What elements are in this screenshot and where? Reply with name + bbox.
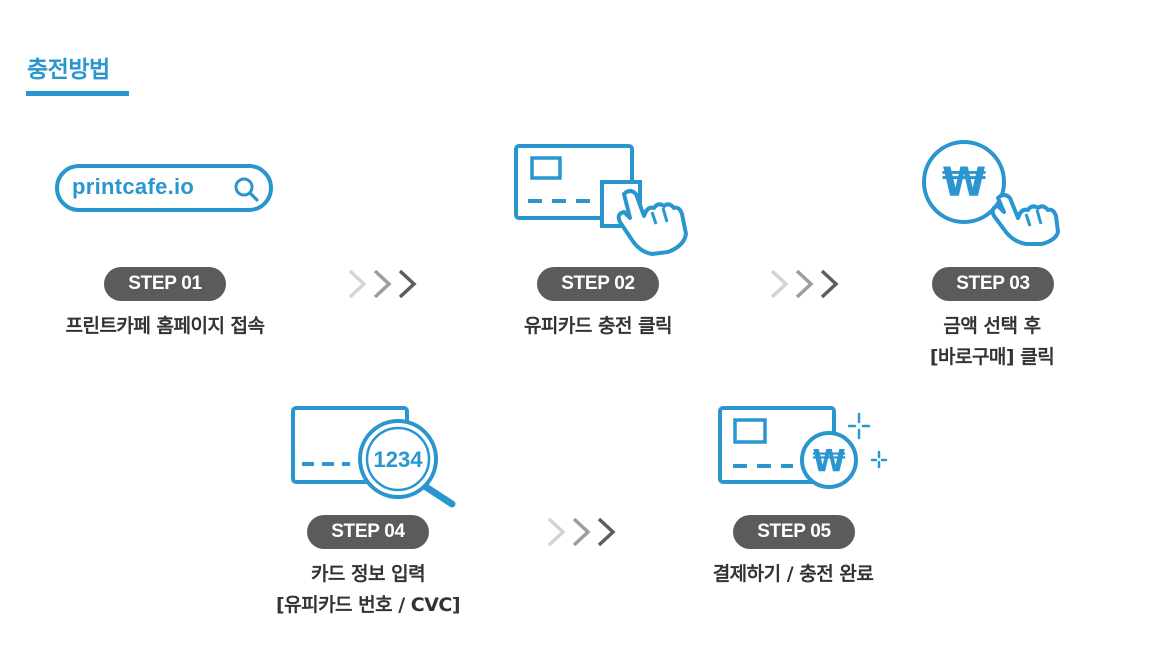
chevron-right-icon — [545, 516, 623, 548]
page-title: 충전방법 — [27, 57, 110, 83]
card-won-complete-icon: ₩ — [717, 404, 892, 494]
step-description: 결제하기 / 충전 완료 — [633, 559, 953, 590]
step-badge: STEP 01 — [104, 267, 226, 301]
sparkle-icon — [847, 412, 888, 469]
card-tap-icon — [512, 142, 692, 257]
step-description-line: 카드 정보 입력 — [310, 563, 426, 585]
card-magnify-icon: 1234 — [290, 404, 460, 509]
step-badge: STEP 05 — [733, 515, 855, 549]
step-description-line: 유피카드 충전 클릭 — [523, 315, 673, 337]
step-badge: STEP 02 — [537, 267, 659, 301]
title-underline — [26, 91, 129, 96]
step-description-line: [바로구매] 클릭 — [929, 346, 1055, 368]
step-badge: STEP 04 — [307, 515, 429, 549]
step-description-line: 금액 선택 후 — [943, 315, 1041, 337]
search-bar-text: printcafe.io — [72, 174, 195, 199]
won-symbol: ₩ — [942, 160, 986, 206]
step-description: 유피카드 충전 클릭 — [438, 311, 758, 342]
won-symbol-small: ₩ — [812, 444, 845, 479]
won-coin-tap-icon: ₩ — [920, 136, 1060, 246]
step-description-line: 프린트카페 홈페이지 접속 — [65, 315, 265, 337]
search-icon — [233, 176, 259, 202]
url-search-bar: printcafe.io — [55, 164, 273, 212]
step-description: 카드 정보 입력 [유피카드 번호 / CVC] — [208, 559, 528, 621]
chevron-right-icon — [768, 268, 846, 300]
chevron-right-icon — [346, 268, 424, 300]
step-description-line: [유피카드 번호 / CVC] — [275, 594, 461, 616]
step-description-line: 결제하기 / 충전 완료 — [712, 563, 874, 585]
magnifier-text: 1234 — [374, 447, 424, 472]
step-description: 프린트카페 홈페이지 접속 — [5, 311, 325, 342]
step-badge: STEP 03 — [932, 267, 1054, 301]
step-description: 금액 선택 후 [바로구매] 클릭 — [832, 311, 1152, 373]
